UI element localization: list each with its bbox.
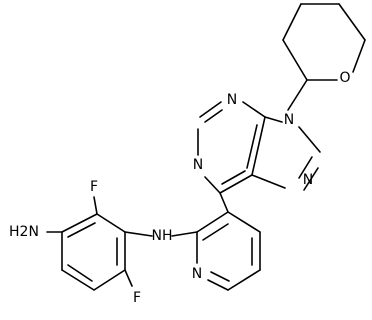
- bond: [251, 116, 266, 176]
- bond: [67, 222, 96, 238]
- bond: [93, 196, 98, 215]
- atom-nitrogen-n3: N: [227, 92, 237, 108]
- atom-labels: O N N N N N NH H2N F F: [9, 70, 350, 306]
- bond: [303, 167, 319, 191]
- atom-nitrogen-n1: N: [193, 157, 203, 173]
- bond: [96, 213, 126, 233]
- bond: [210, 271, 230, 282]
- bond: [202, 223, 229, 241]
- bond: [61, 269, 95, 291]
- bond: [282, 39, 308, 81]
- bond: [298, 156, 313, 179]
- atom-nitrogen-n9: N: [284, 112, 294, 128]
- bond: [219, 174, 253, 194]
- bond: [199, 101, 222, 118]
- bond: [61, 213, 98, 233]
- bond: [287, 79, 308, 111]
- bond: [124, 231, 153, 237]
- bond: [207, 279, 229, 291]
- bond: [246, 124, 258, 169]
- bond: [124, 269, 133, 287]
- bond: [93, 269, 126, 291]
- bonds: [46, 3, 366, 291]
- bond: [171, 231, 198, 237]
- bond: [219, 192, 229, 213]
- bond: [264, 116, 283, 123]
- bond: [298, 126, 321, 153]
- bond: [204, 176, 221, 194]
- atom-fluorine-6: F: [133, 290, 141, 306]
- bond: [204, 109, 223, 123]
- bond: [251, 174, 286, 189]
- atom-oxygen-thp: O: [339, 70, 350, 86]
- bond: [242, 101, 266, 118]
- atom-nitrogen-amine: NH: [152, 228, 173, 244]
- bond: [352, 39, 366, 73]
- bond: [67, 264, 93, 282]
- atom-fluorine-2: F: [90, 179, 98, 195]
- bond: [227, 211, 261, 233]
- atom-nitrogen-n7: N: [303, 172, 313, 188]
- bond: [227, 269, 261, 291]
- bond: [196, 211, 229, 233]
- bond: [282, 3, 302, 41]
- bond: [221, 170, 246, 185]
- bond: [338, 3, 366, 41]
- atom-amino-group: H2N: [9, 224, 39, 240]
- atom-nitrogen-pyridine: N: [192, 266, 202, 282]
